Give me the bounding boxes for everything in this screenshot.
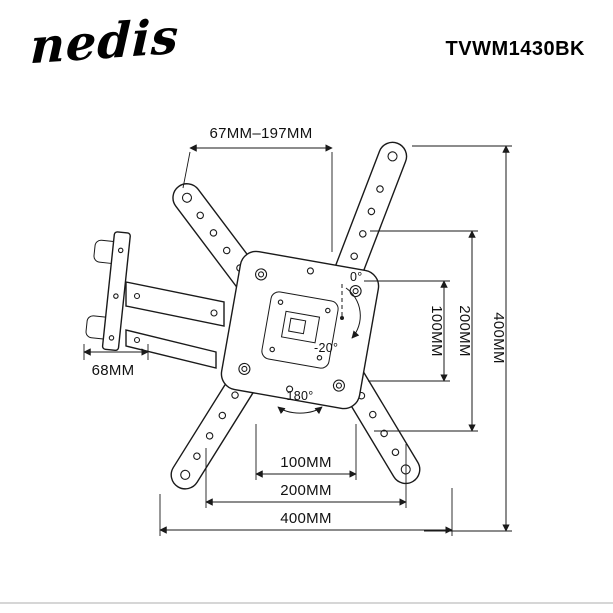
dimension-bottom-400-label: 400MM (280, 510, 332, 527)
wall-hook-bottom (85, 315, 106, 340)
wall-bracket (85, 231, 131, 352)
dimension-bottom-100-label: 100MM (280, 454, 332, 471)
dimension-wall-depth-label: 68MM (92, 362, 135, 379)
dimension-right-100: 100MM (364, 280, 450, 382)
dimension-right-100-label: 100MM (428, 305, 445, 357)
tilt-angle-annotation: 0° -20° (314, 270, 363, 355)
dimension-right-200-label: 200MM (456, 305, 473, 357)
wall-hook-top (93, 239, 114, 264)
bottom-divider (0, 602, 613, 604)
dimension-bottom-400: 400MM (159, 488, 453, 536)
articulating-arm (125, 281, 225, 369)
dimension-right-200: 200MM (370, 230, 478, 432)
dimension-wall-depth: 68MM (83, 344, 149, 379)
tilt-down-label: -20° (314, 341, 338, 355)
tilt-zero-label: 0° (350, 270, 363, 284)
swivel-angle-annotation: 180° (277, 389, 323, 415)
dimension-bottom-200-label: 200MM (280, 482, 332, 499)
vesa-plate (220, 250, 380, 410)
dimension-top-depth-label: 67MM–197MM (209, 125, 312, 142)
swivel-label: 180° (286, 389, 313, 403)
dimension-right-400-label: 400MM (490, 312, 507, 364)
model-number: TVWM1430BK (445, 38, 585, 60)
dimension-top-depth: 67MM–197MM (182, 125, 333, 252)
dimension-bottom-200: 200MM (205, 444, 407, 508)
dimension-bottom-100: 100MM (255, 424, 357, 480)
